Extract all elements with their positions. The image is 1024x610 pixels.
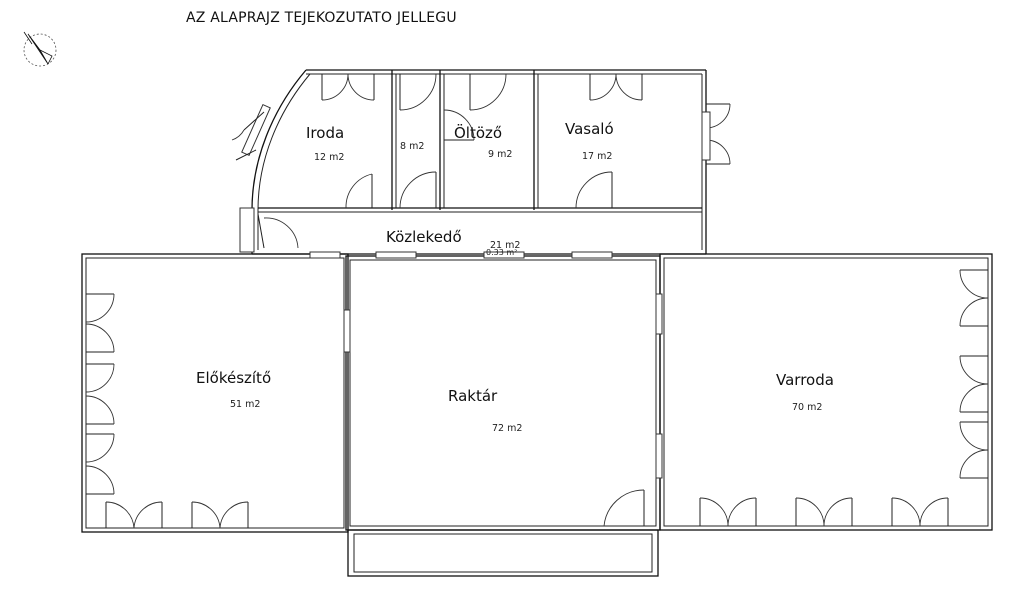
room-name-varroda: Varroda <box>776 371 834 389</box>
room-area-8: 8 m2 <box>400 141 424 152</box>
plan-title: AZ ALAPRAJZ TEJEKOZUTATO JELLEGU <box>186 10 457 26</box>
lower-doors <box>85 251 989 529</box>
room-name-elokeszito: Előkészítő <box>196 369 271 387</box>
room-labels: Iroda 12 m2 8 m2 Öltöző 9 m2 Vasaló 17 m… <box>196 120 834 434</box>
room-name-raktar: Raktár <box>448 387 498 405</box>
lower-walls <box>81 253 993 577</box>
room-area-elokeszito: 51 m2 <box>230 399 260 410</box>
overlap-label: 0.33 m² <box>486 248 517 257</box>
north-arrow-icon <box>23 31 57 67</box>
room-area-vasalo: 17 m2 <box>582 151 612 162</box>
room-area-iroda: 12 m2 <box>314 152 344 163</box>
room-area-kozlekedo: 21 m2 <box>490 240 520 251</box>
room-area-varroda: 70 m2 <box>792 402 822 413</box>
upper-doors <box>231 73 731 253</box>
room-name-kozlekedo: Közlekedő <box>386 228 462 246</box>
room-name-iroda: Iroda <box>306 124 344 142</box>
room-name-oltozo: Öltöző <box>454 123 502 142</box>
room-name-vasalo: Vasaló <box>565 120 614 138</box>
room-area-oltozo: 9 m2 <box>488 149 512 160</box>
room-area-raktar: 72 m2 <box>492 423 522 434</box>
